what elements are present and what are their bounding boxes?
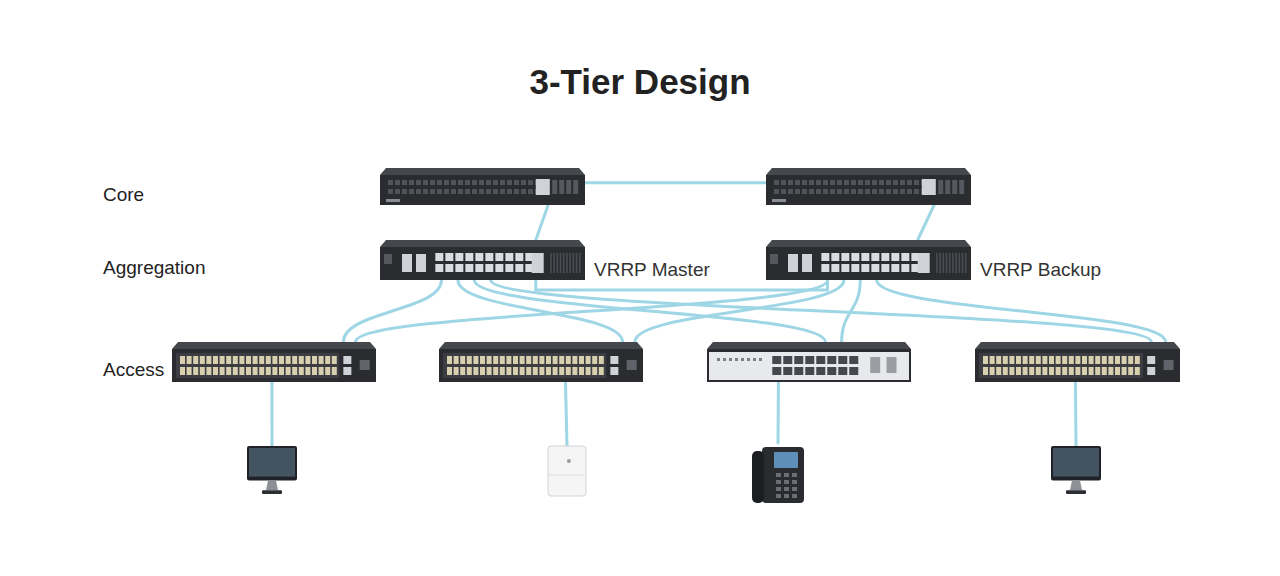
- diagram-title: 3-Tier Design: [0, 60, 1280, 104]
- tier-label: Core: [103, 183, 144, 207]
- tier-label: Aggregation: [103, 256, 205, 280]
- network-link: [635, 280, 844, 342]
- device-graphic: [975, 342, 1180, 382]
- ip-phone-icon: [752, 443, 804, 505]
- access-switch: [172, 342, 376, 382]
- computer-icon: [1051, 446, 1101, 494]
- device-graphic: [766, 240, 971, 280]
- device-graphic: [247, 446, 297, 494]
- aggregation-switch: VRRP Master: [380, 240, 585, 280]
- core-switch: [766, 168, 971, 205]
- network-link: [536, 205, 548, 240]
- aggregation-switch: VRRP Backup: [766, 240, 971, 280]
- device-graphic: [380, 168, 585, 205]
- network-link: [343, 280, 441, 342]
- access-switch: [439, 342, 643, 382]
- device-graphic: [766, 168, 971, 205]
- network-link: [842, 280, 861, 342]
- device-graphic: [548, 446, 586, 496]
- device-graphic: [752, 443, 804, 505]
- device-graphic: [172, 342, 376, 382]
- network-link: [356, 280, 828, 342]
- network-link: [536, 280, 828, 290]
- network-link: [474, 280, 825, 342]
- device-graphic: [439, 342, 643, 382]
- network-link: [270, 382, 273, 446]
- computer-icon: [247, 446, 297, 494]
- device-graphic: [380, 240, 585, 280]
- network-link: [585, 181, 766, 184]
- core-switch: [380, 168, 585, 205]
- access-switch: [975, 342, 1180, 382]
- device-graphic: [707, 342, 911, 382]
- role-label: VRRP Backup: [980, 258, 1101, 282]
- access-point-icon: [548, 446, 586, 496]
- access-switch: [707, 342, 911, 382]
- role-label: VRRP Master: [594, 258, 710, 282]
- network-link: [1074, 382, 1078, 446]
- network-link: [877, 280, 1166, 342]
- network-link: [918, 205, 934, 240]
- network-link: [565, 382, 567, 446]
- network-link: [777, 382, 780, 443]
- device-graphic: [1051, 446, 1101, 494]
- tier-label: Access: [103, 358, 164, 382]
